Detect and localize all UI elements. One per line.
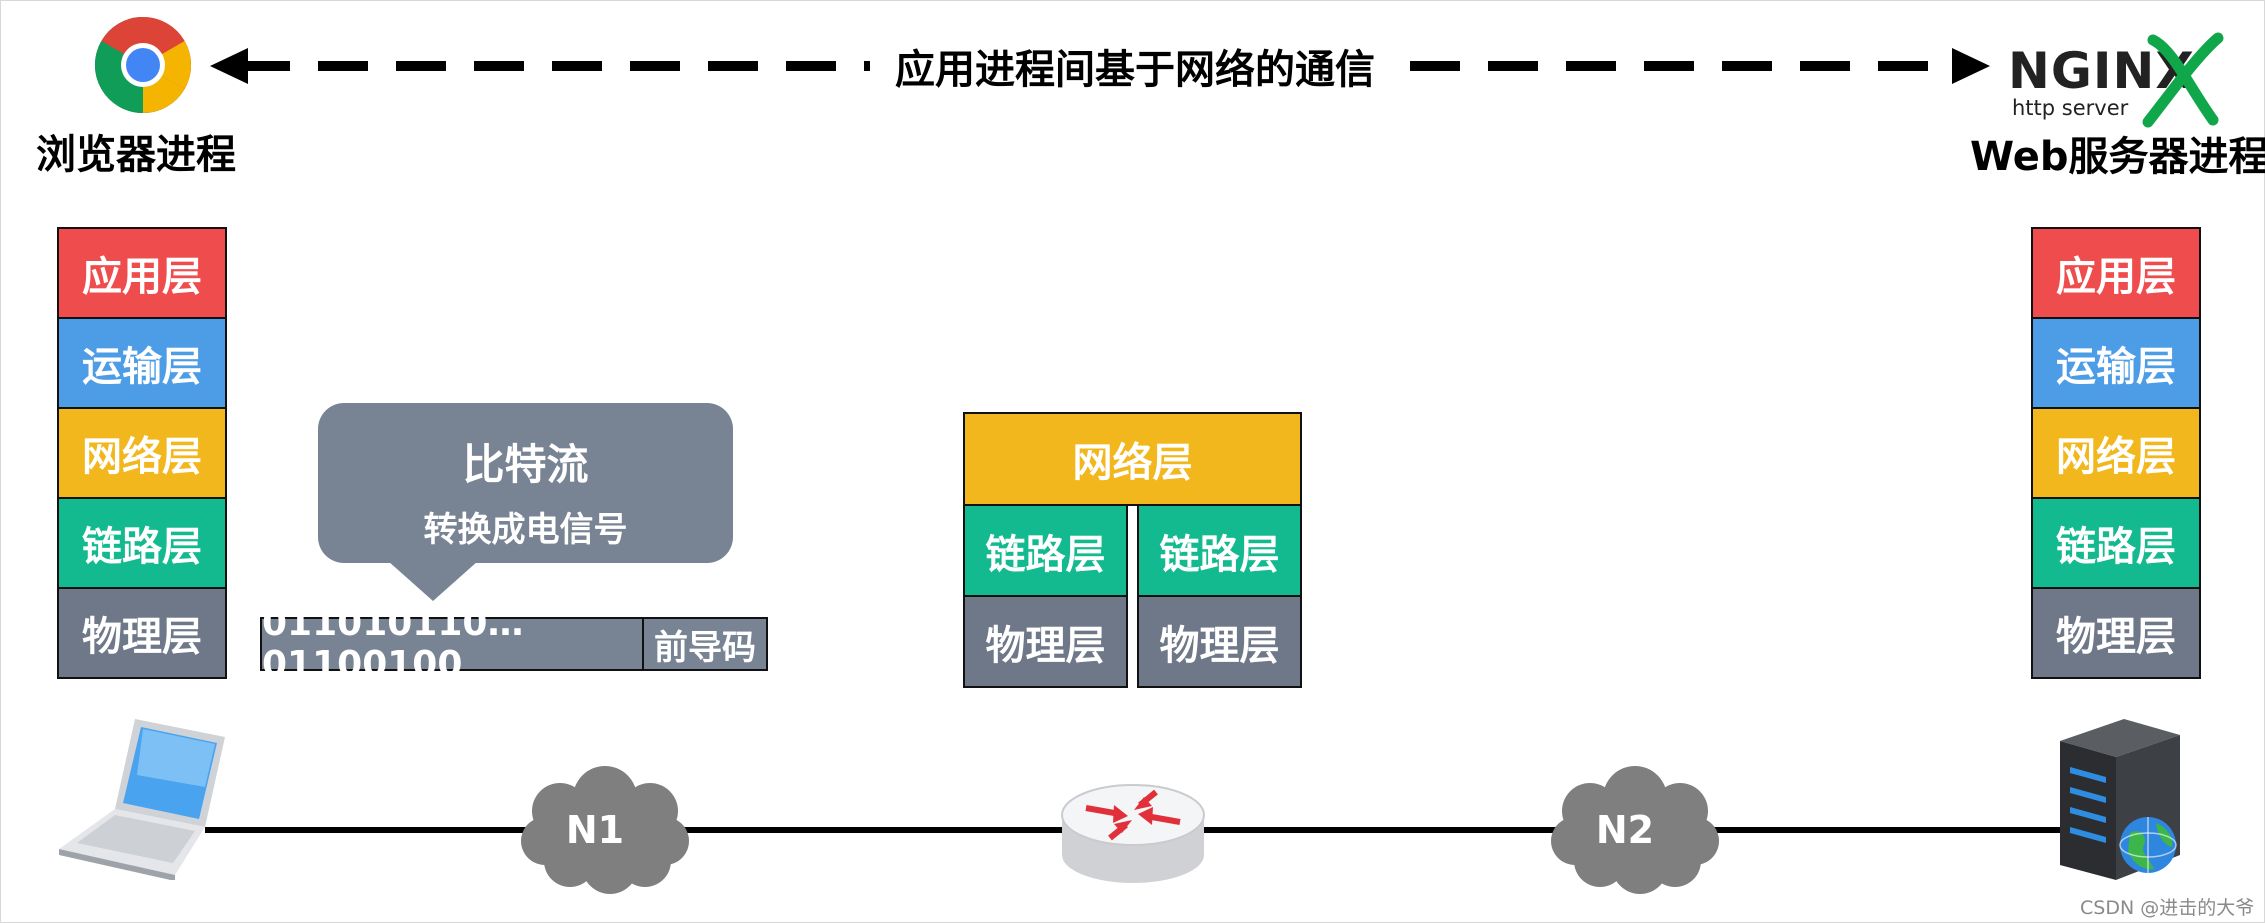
browser-process-label: 浏览器进程 bbox=[36, 132, 236, 178]
physical-layer: 物理层 bbox=[2031, 587, 2201, 679]
bitstream-frame: 011010110…01100100 前导码 bbox=[260, 603, 768, 685]
transport-layer: 运输层 bbox=[57, 317, 227, 409]
preamble-label: 前导码 bbox=[654, 627, 756, 668]
server-protocol-stack: 应用层 运输层 网络层 链路层 物理层 bbox=[2031, 227, 2201, 679]
transport-layer: 运输层 bbox=[2031, 317, 2201, 409]
bitstream-callout: 比特流 转换成电信号 bbox=[318, 403, 733, 563]
network-layer: 网络层 bbox=[57, 407, 227, 499]
callout-tail bbox=[388, 561, 478, 601]
router-link-layer-right: 链路层 bbox=[1137, 504, 1302, 597]
router-network-layer: 网络层 bbox=[963, 412, 1302, 506]
network-n2-label: N2 bbox=[1595, 808, 1655, 852]
router-icon bbox=[1061, 784, 1205, 883]
network-cloud-n2-icon bbox=[1551, 766, 1719, 894]
bitstream-subtitle: 转换成电信号 bbox=[423, 510, 628, 550]
network-layer: 网络层 bbox=[2031, 407, 2201, 499]
nginx-logo: NGINX http server bbox=[2008, 32, 2258, 130]
csdn-watermark: CSDN @进击的大爷 bbox=[2080, 897, 2255, 919]
network-n1-label: N1 bbox=[565, 808, 625, 852]
browser-protocol-stack: 应用层 运输层 网络层 链路层 物理层 bbox=[57, 227, 227, 679]
server-process-label: Web服务器进程 bbox=[1970, 134, 2265, 180]
laptop-icon bbox=[59, 719, 225, 880]
application-layer: 应用层 bbox=[2031, 227, 2201, 319]
router-physical-layer-left: 物理层 bbox=[963, 595, 1128, 688]
nginx-subtitle: http server bbox=[2012, 96, 2129, 120]
communication-label: 应用进程间基于网络的通信 bbox=[870, 40, 1400, 100]
network-cloud-n1-icon bbox=[521, 766, 689, 894]
server-icon bbox=[2060, 719, 2180, 880]
router-link-layer-left: 链路层 bbox=[963, 504, 1128, 597]
bitstream-title: 比特流 bbox=[462, 440, 589, 489]
nginx-x-icon bbox=[2142, 32, 2224, 128]
chrome-icon bbox=[94, 16, 192, 114]
router-physical-layer-right: 物理层 bbox=[1137, 595, 1302, 688]
link-layer: 链路层 bbox=[57, 497, 227, 589]
link-layer: 链路层 bbox=[2031, 497, 2201, 589]
physical-layer: 物理层 bbox=[57, 587, 227, 679]
application-layer: 应用层 bbox=[57, 227, 227, 319]
